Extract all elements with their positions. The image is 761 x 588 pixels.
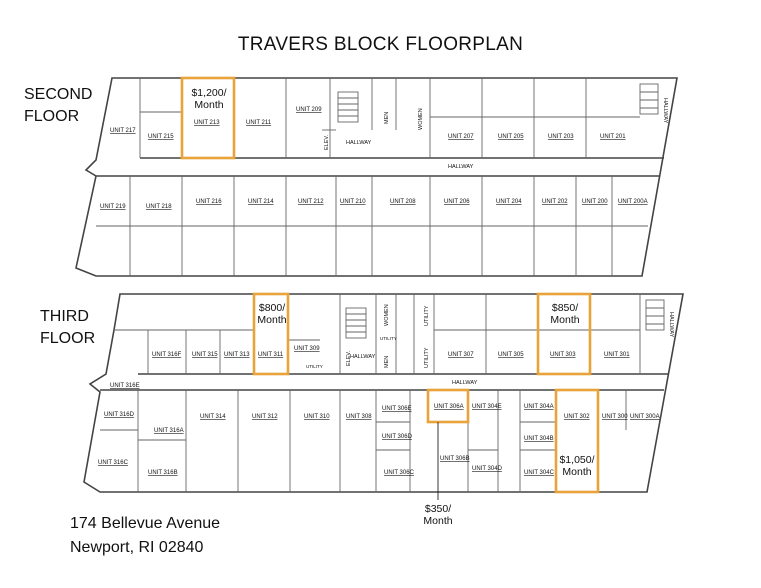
unit-301-label: UNIT 301 <box>604 352 630 358</box>
unit-216-label: UNIT 216 <box>196 199 222 205</box>
unit-316b-label: UNIT 316B <box>148 470 178 476</box>
unit-302-label: UNIT 302 <box>564 414 590 420</box>
second-women-label: WOMEN <box>418 108 424 130</box>
unit-316d-label: UNIT 316D <box>104 412 135 418</box>
unit-312-label: UNIT 312 <box>252 414 278 420</box>
unit-306b-label: UNIT 306B <box>440 456 470 462</box>
unit-306c-label: UNIT 306C <box>384 470 415 476</box>
second-hallway-label-a: HALLWAY <box>346 140 372 146</box>
unit-304e-label: UNIT 304E <box>472 404 502 410</box>
address-line-1: 174 Bellevue Avenue <box>70 515 221 532</box>
unit-306a-highlight <box>426 388 470 424</box>
second-men-label: MEN <box>384 112 390 124</box>
third-hallway-side-label: HALLWAY <box>668 312 674 338</box>
unit-213-highlight <box>180 76 236 160</box>
unit-303-label: UNIT 303 <box>550 352 576 358</box>
third-men-label: MEN <box>384 356 390 368</box>
unit-306d-label: UNIT 306D <box>382 434 413 440</box>
second-floor-plan: UNIT 217 UNIT 215 UNIT 213 UNIT 211 UNIT… <box>75 76 678 277</box>
unit-214-label: UNIT 214 <box>248 199 274 205</box>
unit-314-label: UNIT 314 <box>200 414 226 420</box>
unit-217-label: UNIT 217 <box>110 128 136 134</box>
unit-212-label: UNIT 212 <box>298 199 324 205</box>
second-bottom-dividers <box>129 176 613 276</box>
unit-303-highlight <box>536 292 592 376</box>
second-elev-label: ELEV. <box>324 134 330 150</box>
third-floor-label-line2: FLOOR <box>40 330 96 347</box>
third-floor-outline <box>83 293 684 493</box>
unit-315-label: UNIT 315 <box>192 352 218 358</box>
unit-306e-label: UNIT 306E <box>382 406 412 412</box>
third-utility-label-a: UTILITY <box>424 305 430 326</box>
second-hallway-label-b: HALLWAY <box>448 164 474 170</box>
third-floor-label: THIRD FLOOR <box>40 306 95 350</box>
unit-311-highlight <box>252 292 290 376</box>
unit-208-label: UNIT 208 <box>390 199 416 205</box>
third-stairs <box>345 299 665 339</box>
unit-316f-label: UNIT 316F <box>152 352 182 358</box>
unit-200a-label: UNIT 200A <box>618 199 648 205</box>
unit-211-label: UNIT 211 <box>246 120 272 126</box>
unit-316a-label: UNIT 316A <box>154 428 184 434</box>
unit-305-label: UNIT 305 <box>498 352 524 358</box>
unit-306a-price: $350/ Month <box>423 503 453 527</box>
unit-206-label: UNIT 206 <box>444 199 470 205</box>
second-floor-label: SECOND FLOOR <box>24 84 92 128</box>
unit-316c-label: UNIT 316C <box>98 460 129 466</box>
unit-306a-label: UNIT 306A <box>434 404 464 410</box>
page-title: TRAVERS BLOCK FLOORPLAN <box>237 34 524 55</box>
unit-303-price: $850/ Month <box>550 302 580 326</box>
unit-213-price: $1,200/ Month <box>191 87 227 111</box>
unit-200-label: UNIT 200 <box>582 199 608 205</box>
unit-309-label: UNIT 309 <box>294 346 320 352</box>
unit-311-price: $800/ Month <box>257 302 287 326</box>
second-floor-label-line1: SECOND <box>24 86 93 103</box>
unit-302-price: $1,050/ Month <box>559 454 595 478</box>
unit-304c-label: UNIT 304C <box>524 470 555 476</box>
second-floor-outline <box>75 77 678 277</box>
third-utility-label-c: UTILITY <box>380 336 397 341</box>
second-floor-label-line2: FLOOR <box>24 108 80 125</box>
unit-201-label: UNIT 201 <box>600 134 626 140</box>
unit-302-highlight <box>554 388 600 494</box>
unit-215-label: UNIT 215 <box>148 134 174 140</box>
unit-300a-label: UNIT 300A <box>630 414 660 420</box>
unit-218-label: UNIT 218 <box>146 204 172 210</box>
unit-300-label: UNIT 300 <box>602 414 628 420</box>
unit-311-label: UNIT 311 <box>258 352 284 358</box>
unit-316e-label: UNIT 316E <box>110 383 140 389</box>
unit-213-label: UNIT 213 <box>194 120 220 126</box>
unit-310-label: UNIT 310 <box>304 414 330 420</box>
third-utility-label-d: UTILITY <box>306 364 323 369</box>
unit-210-label: UNIT 210 <box>340 199 366 205</box>
unit-304d-label: UNIT 304D <box>472 466 503 472</box>
second-stairs <box>337 83 659 123</box>
address-line-2: Newport, RI 02840 <box>70 539 204 556</box>
third-utility-label-b: UTILITY <box>424 347 430 368</box>
unit-219-label: UNIT 219 <box>100 204 126 210</box>
unit-304b-label: UNIT 304B <box>524 436 554 442</box>
third-elev-label: ELEV. <box>346 350 352 366</box>
unit-202-label: UNIT 202 <box>542 199 568 205</box>
second-hallway-side-label: HALLWAY <box>662 98 668 124</box>
third-floor-label-line1: THIRD <box>40 308 89 325</box>
unit-204-label: UNIT 204 <box>496 199 522 205</box>
unit-313-label: UNIT 313 <box>224 352 250 358</box>
unit-209-label: UNIT 209 <box>296 107 322 113</box>
unit-304a-label: UNIT 304A <box>524 404 554 410</box>
third-hallway-label-b: HALLWAY <box>452 380 478 386</box>
third-women-label: WOMEN <box>384 304 390 326</box>
unit-308-label: UNIT 308 <box>346 414 372 420</box>
unit-203-label: UNIT 203 <box>548 134 574 140</box>
third-floor-plan: UNIT 316F UNIT 315 UNIT 313 UNIT 311 UNI… <box>83 292 684 500</box>
unit-207-label: UNIT 207 <box>448 134 474 140</box>
third-hallway-label-a: HALLWAY <box>350 354 376 360</box>
unit-205-label: UNIT 205 <box>498 134 524 140</box>
unit-307-label: UNIT 307 <box>448 352 474 358</box>
